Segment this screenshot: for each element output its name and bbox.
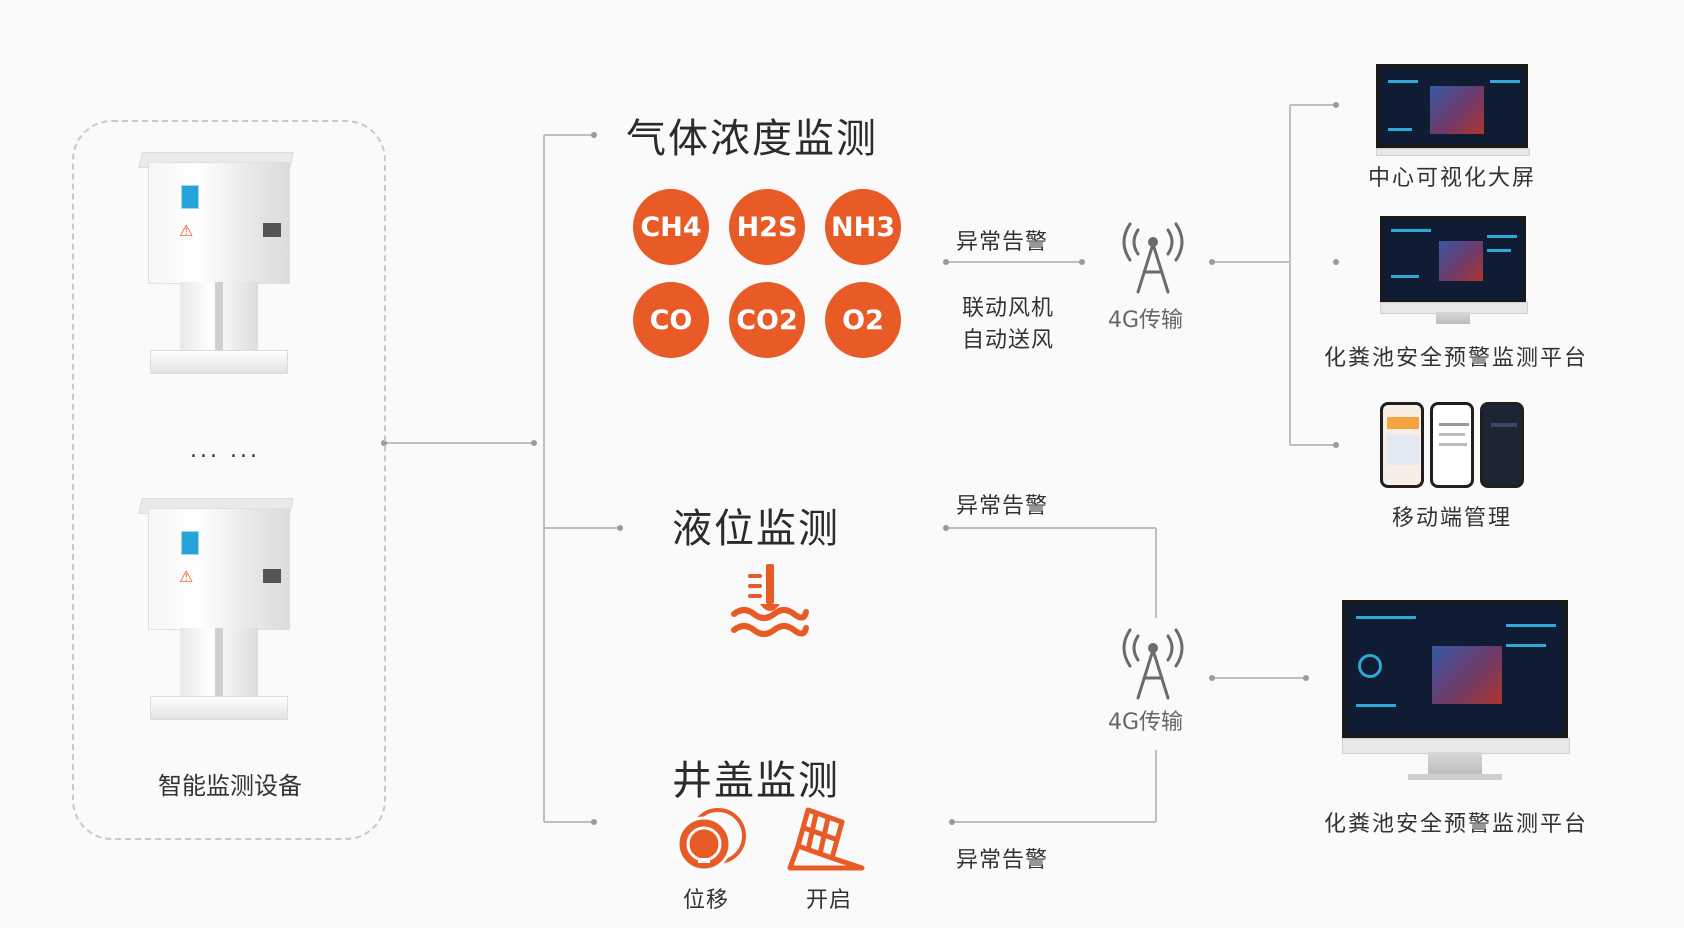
platform-monitor-top	[1380, 216, 1526, 302]
signal-tower-icon	[1122, 222, 1184, 294]
water-level-icon	[731, 564, 809, 637]
cover-alarm-label: 异常告警	[956, 848, 1049, 873]
device-label: 智能监测设备	[158, 772, 302, 800]
manhole-displacement-icon	[676, 808, 746, 872]
tower-top-label: 4G传输	[1108, 308, 1184, 333]
platform-label-top: 化粪池安全预警监测平台	[1323, 346, 1588, 371]
more-devices-ellipsis: ... ...	[190, 438, 260, 463]
gas-co: CO	[633, 282, 709, 358]
opening-label: 开启	[806, 888, 853, 913]
big-screen-label: 中心可视化大屏	[1367, 166, 1536, 191]
device-group-box	[72, 120, 386, 840]
cabinet-device-bottom: ⚠	[138, 498, 295, 728]
phone-3	[1480, 402, 1524, 488]
fan-linkage-line2: 自动送风	[961, 328, 1054, 353]
mobile-label: 移动端管理	[1391, 506, 1512, 531]
gas-ch4: CH4	[633, 189, 709, 265]
level-alarm-label: 异常告警	[956, 494, 1049, 519]
phone-2	[1430, 402, 1474, 488]
displacement-label: 位移	[683, 888, 730, 913]
platform-monitor-bottom	[1342, 600, 1568, 738]
tower-bottom-label: 4G传输	[1108, 710, 1184, 735]
cover-section-title: 井盖监测	[672, 758, 840, 804]
platform-label-bottom: 化粪池安全预警监测平台	[1323, 812, 1588, 837]
level-section-title: 液位监测	[672, 506, 840, 552]
fan-linkage-line1: 联动风机	[961, 296, 1054, 321]
gas-alarm-label: 异常告警	[956, 230, 1049, 255]
gas-nh3: NH3	[825, 189, 901, 265]
manhole-opening-icon	[787, 807, 865, 871]
signal-tower-icon	[1122, 628, 1184, 700]
gas-h2s: H2S	[729, 189, 805, 265]
cabinet-device-top: ⚠	[138, 152, 295, 382]
big-screen-display	[1376, 64, 1528, 148]
gas-co2: CO2	[729, 282, 805, 358]
gas-section-title: 气体浓度监测	[626, 116, 878, 162]
phone-1	[1380, 402, 1424, 488]
gas-o2: O2	[825, 282, 901, 358]
